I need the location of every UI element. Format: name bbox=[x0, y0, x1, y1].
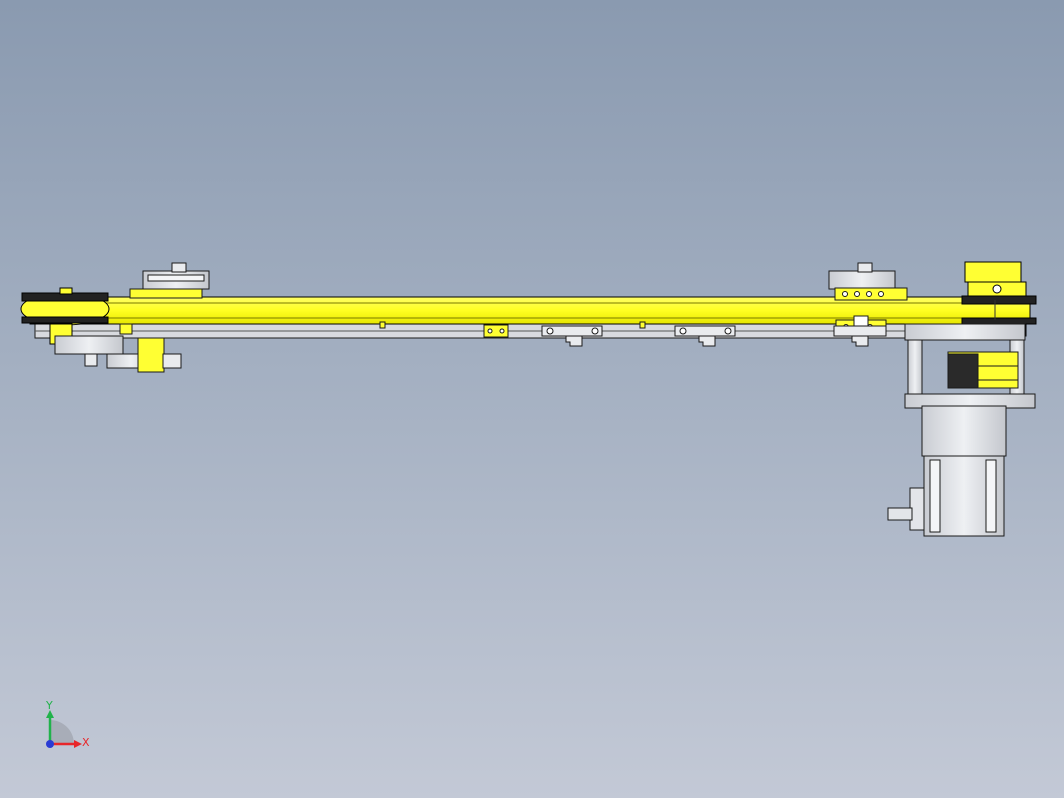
triad-quadrant bbox=[50, 720, 74, 744]
motor-mount-frame bbox=[904, 323, 1036, 409]
rail-clamp-2 bbox=[674, 325, 736, 347]
y-axis-label: Y bbox=[46, 699, 53, 712]
x-axis-arrowhead bbox=[74, 740, 82, 748]
left-tensioner-bracket bbox=[54, 323, 182, 373]
servo-motor bbox=[887, 405, 1007, 537]
yellow-rail-tab bbox=[379, 321, 646, 338]
x-axis-label: X bbox=[82, 736, 90, 749]
coordinate-triad bbox=[46, 710, 82, 748]
left-top-guide-block bbox=[129, 262, 210, 299]
rail-clamp-3 bbox=[833, 325, 887, 347]
rail-clamp-1 bbox=[541, 325, 603, 347]
z-axis-dot bbox=[46, 740, 54, 748]
y-axis-arrowhead bbox=[46, 710, 54, 718]
